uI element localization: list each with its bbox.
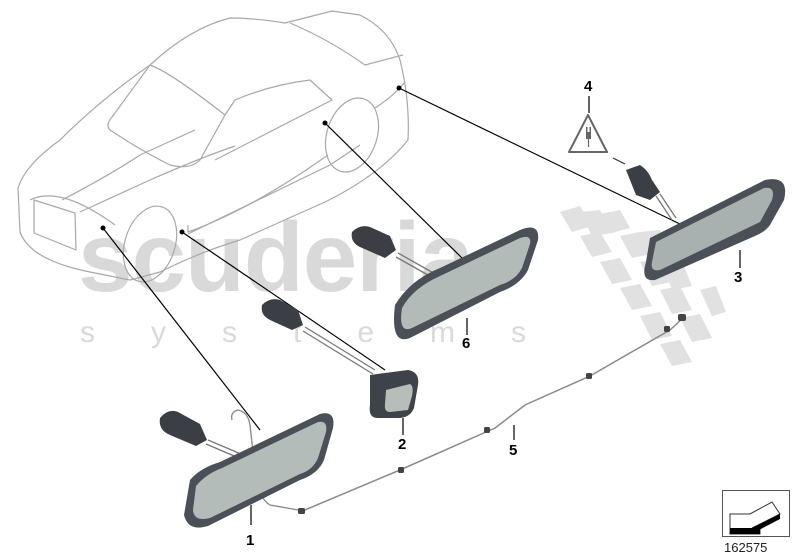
callout-2: 2 xyxy=(398,436,407,453)
callout-3: 3 xyxy=(734,269,743,286)
checkered-flag-watermark xyxy=(560,206,726,366)
reference-number: 162575 xyxy=(724,540,768,555)
car-outline xyxy=(17,10,409,283)
leader-dots xyxy=(100,85,402,235)
watermark-subtext: systems xyxy=(80,316,583,349)
arrow-back-icon xyxy=(722,490,790,537)
callout-1: 1 xyxy=(246,532,255,549)
callout-4: 4 xyxy=(584,78,593,95)
part-6-middle-marker-light xyxy=(351,226,539,340)
part-5-wiring-harness xyxy=(299,317,684,513)
callout-6: 6 xyxy=(462,335,471,352)
callout-5: 5 xyxy=(509,442,518,459)
part-2-side-repeater-light xyxy=(261,299,419,418)
harness-clips xyxy=(298,314,686,514)
part-1-front-marker-light xyxy=(159,409,334,528)
warning-triangle-icon xyxy=(568,114,626,165)
leader-lines xyxy=(102,87,741,525)
part-3-rear-marker-light xyxy=(626,165,786,281)
